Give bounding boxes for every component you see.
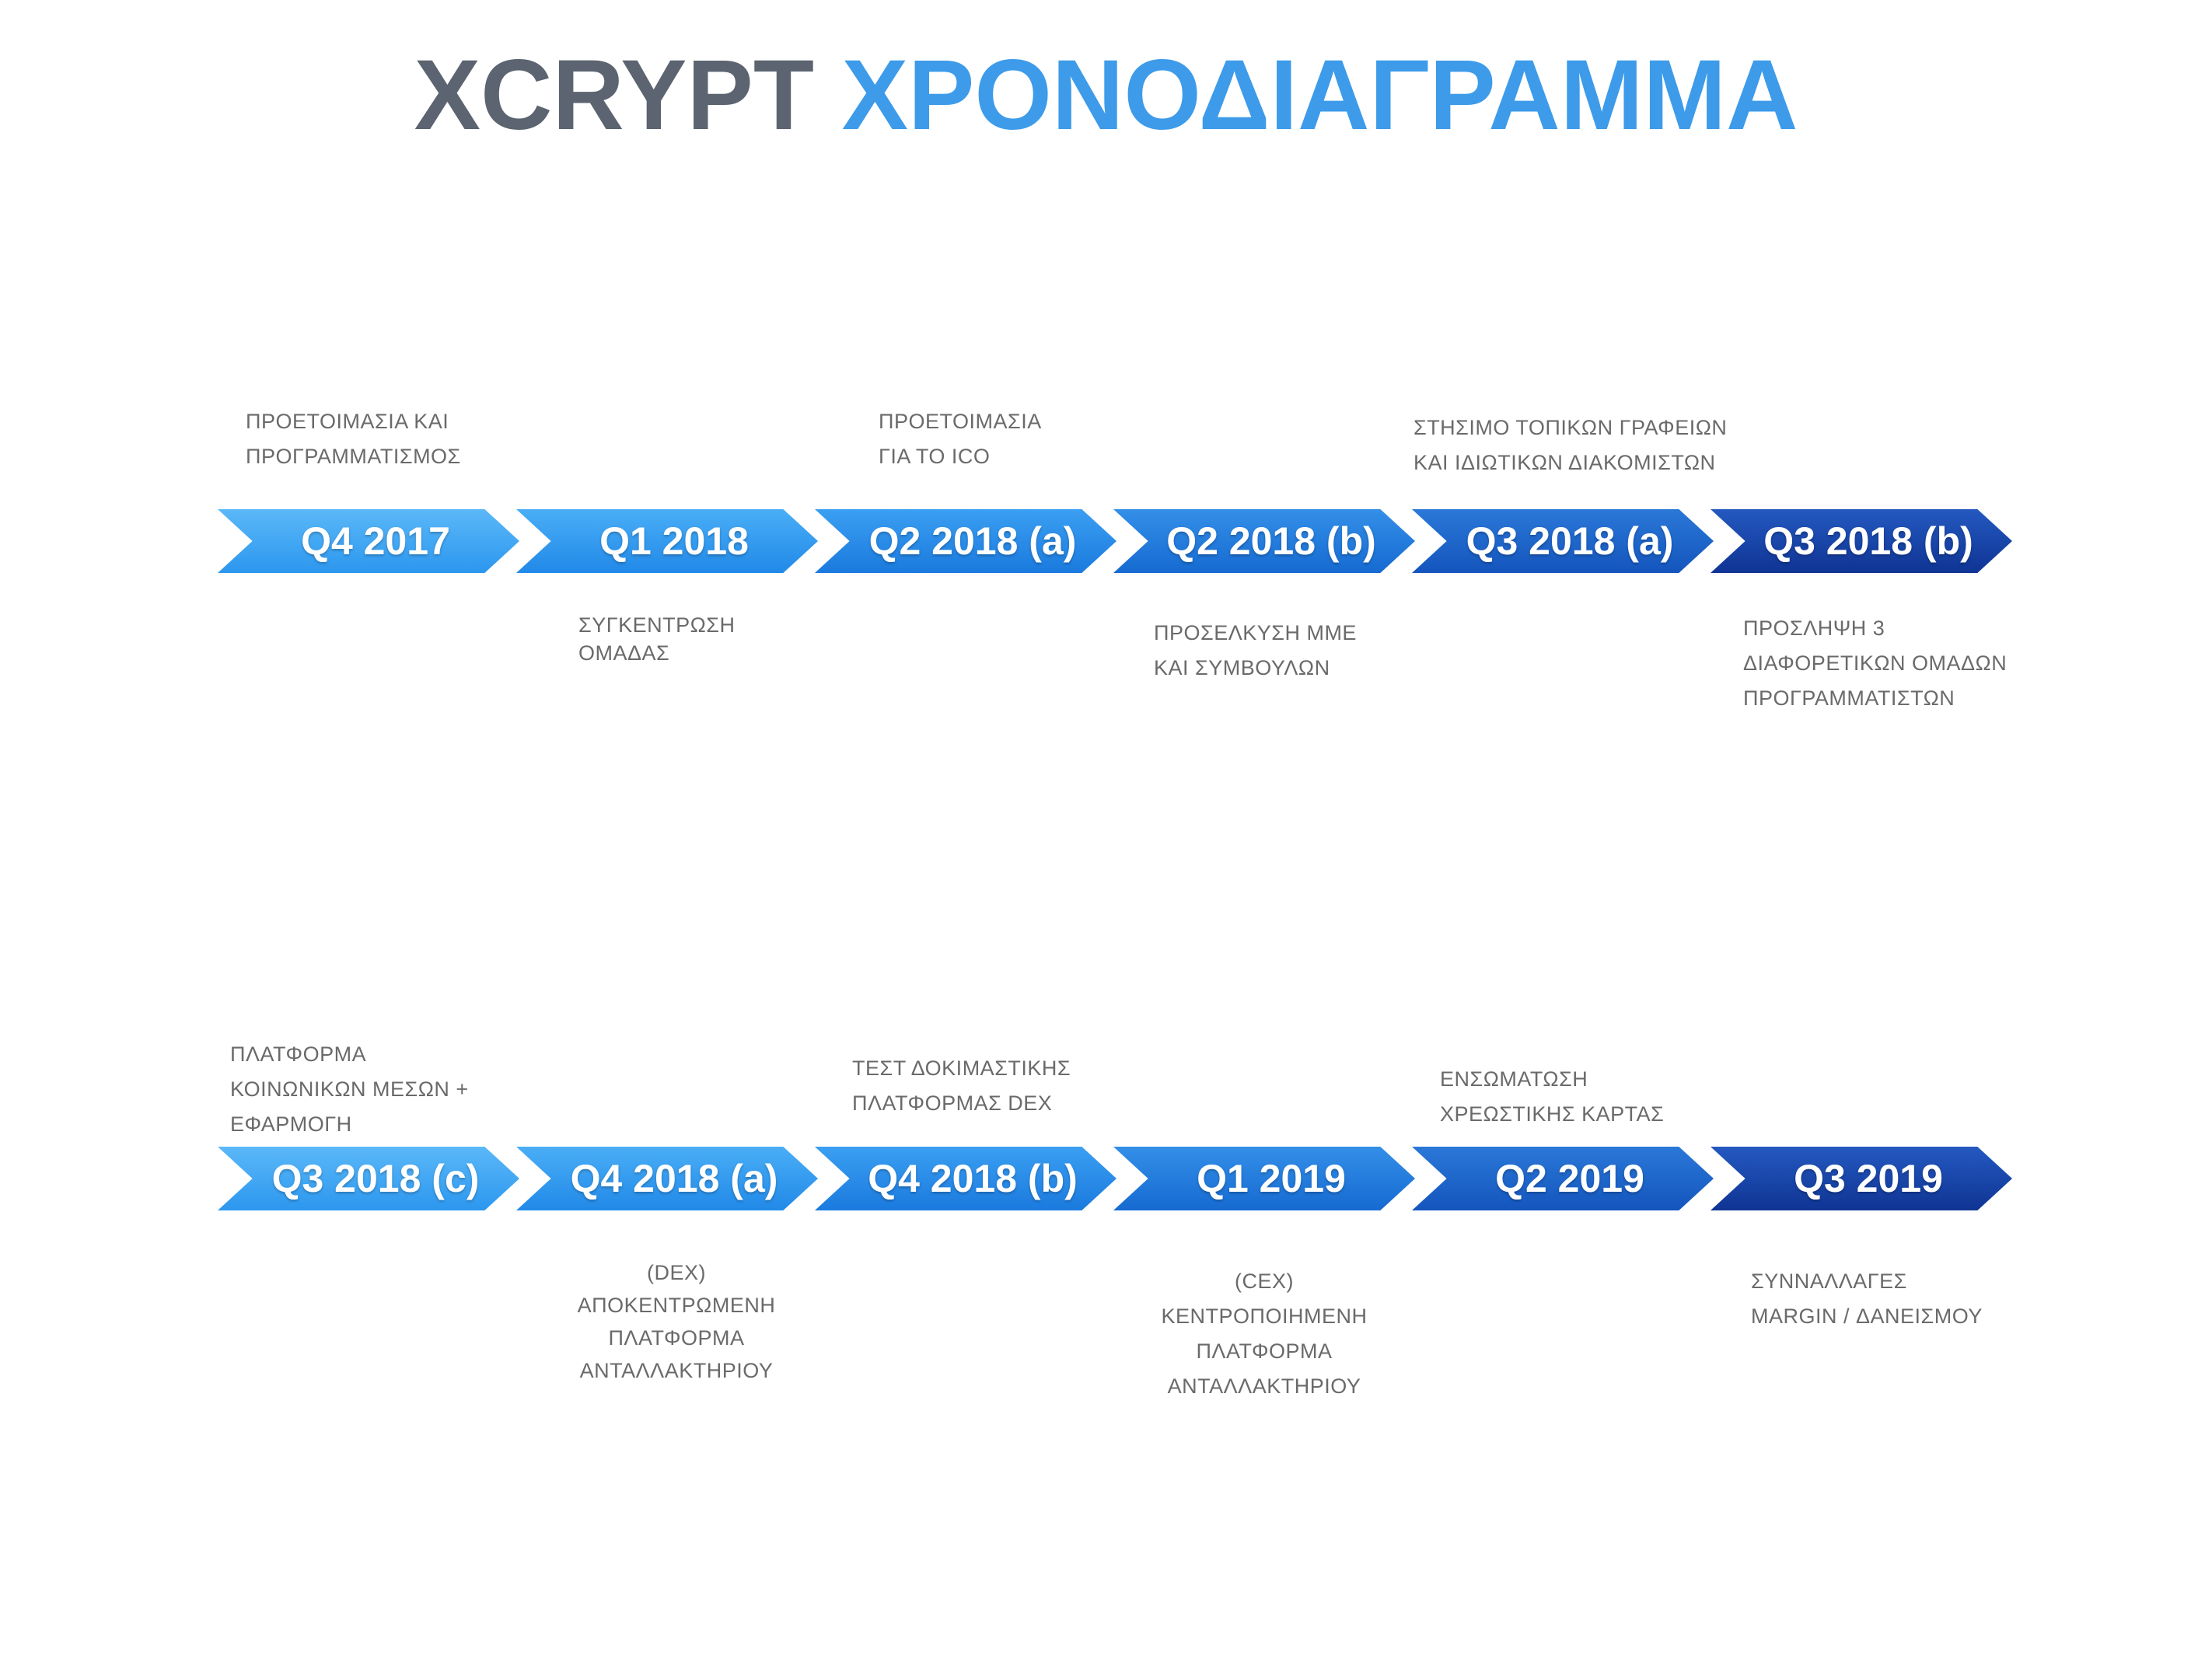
note-line: ΕΝΣΩΜΑΤΩΣΗ [1440,1067,1588,1091]
stage-chevron: Q3 2018 (b) [1711,509,2012,573]
stage-chevron: Q2 2018 (b) [1113,509,1415,573]
title-word: ΧΡΟΝΟΔΙΑΓΡΑΜΜΑ [841,40,1798,151]
note-q4-2017: ΠΡΟΕΤΟΙΜΑΣΙΑ ΚΑΙ ΠΡΟΓΡΑΜΜΑΤΙΣΜΟΣ [246,404,461,474]
timeline-row-2: Q3 2018 (c) Q4 2018 (a) Q4 2018 (b) Q1 2… [0,1147,2212,1212]
note-q1-2018: ΣΥΓΚΕΝΤΡΩΣΗ ΟΜΑΔΑΣ [578,611,735,667]
note-line: ΔΙΑΦΟΡΕΤΙΚΩΝ ΟΜΑΔΩΝ [1743,651,2008,675]
title-brand: XCRYPT [414,40,815,151]
stage-label: Q2 2018 (a) [868,519,1077,563]
note-line: (DEX) [647,1261,706,1284]
note-line: ΓΙΑ ΤΟ ICO [879,445,991,468]
stage-chevron: Q4 2018 (b) [815,1147,1116,1210]
stage-label: Q2 2018 (b) [1166,519,1376,563]
stage-label: Q3 2018 (b) [1763,519,1973,563]
stage-label: Q1 2018 [599,519,749,563]
stage-chevron: Q1 2019 [1113,1147,1415,1210]
note-line: ΑΠΟΚΕΝΤΡΩΜΕΝΗ [577,1294,776,1317]
note-line: ΣΤΗΣΙΜΟ ΤΟΠΙΚΩΝ ΓΡΑΦΕΙΩΝ [1414,416,1728,439]
stage-label: Q2 2019 [1495,1157,1644,1200]
stage-label: Q4 2018 (a) [570,1157,778,1200]
note-line: ΣΥΓΚΕΝΤΡΩΣΗ [578,613,736,637]
note-q3-2018-a: ΣΤΗΣΙΜΟ ΤΟΠΙΚΩΝ ΓΡΑΦΕΙΩΝ ΚΑΙ ΙΔΙΩΤΙΚΩΝ Δ… [1414,410,1727,480]
page-title: XCRYPT ΧΡΟΝΟΔΙΑΓΡΑΜΜΑ [0,37,2212,154]
stage-label: Q1 2019 [1197,1157,1346,1200]
note-q4-2018-b: ΤΕΣΤ ΔΟΚΙΜΑΣΤΙΚΗΣ ΠΛΑΤΦΟΡΜΑΣ DEX [852,1051,1071,1121]
note-q1-2019: (CEX) ΚΕΝΤΡΟΠΟΙΗΜΕΝΗ ΠΛΑΤΦΟΡΜΑ ΑΝΤΑΛΛΑΚΤ… [1140,1264,1389,1404]
note-q3-2018-b: ΠΡΟΣΛΗΨΗ 3 ΔΙΑΦΟΡΕΤΙΚΩΝ ΟΜΑΔΩΝ ΠΡΟΓΡΑΜΜΑ… [1743,611,2007,716]
note-q3-2018-c: ΠΛΑΤΦΟΡΜΑ ΚΟΙΝΩΝΙΚΩΝ ΜΕΣΩΝ + ΕΦΑΡΜΟΓΗ [230,1037,469,1142]
note-q2-2018-b: ΠΡΟΣΕΛΚΥΣΗ ΜΜΕ ΚΑΙ ΣΥΜΒΟΥΛΩΝ [1154,616,1357,686]
stage-chevron: Q3 2018 (a) [1412,509,1714,573]
stage-chevron: Q3 2018 (c) [218,1147,519,1210]
note-line: ΠΡΟΣΛΗΨΗ 3 [1743,616,1885,640]
note-line: ΠΡΟΓΡΑΜΜΑΤΙΣΤΩΝ [1743,686,1955,710]
note-line: (CEX) [1235,1270,1294,1293]
note-line: ΠΡΟΓΡΑΜΜΑΤΙΣΜΟΣ [246,445,461,468]
stage-label: Q4 2017 [301,519,450,563]
note-line: MARGIN / ΔΑΝΕΙΣΜΟΥ [1751,1304,1983,1328]
note-line: ΑΝΤΑΛΛΑΚΤΗΡΙΟΥ [1167,1374,1361,1398]
timeline-row-1: Q4 2017 Q1 2018 Q2 2018 (a) Q2 2018 (b) … [0,509,2212,575]
stage-label: Q3 2019 [1794,1157,1943,1200]
stage-chevron: Q4 2017 [218,509,519,573]
note-q3-2019: ΣΥΝΝΑΛΛΑΓΕΣ MARGIN / ΔΑΝΕΙΣΜΟΥ [1751,1264,1983,1334]
stage-chevron: Q2 2018 (a) [815,509,1116,573]
note-line: ΧΡΕΩΣΤΙΚΗΣ ΚΑΡΤΑΣ [1440,1102,1665,1126]
note-line: ΚΑΙ ΣΥΜΒΟΥΛΩΝ [1154,656,1330,679]
stage-chevron: Q1 2018 [516,509,818,573]
note-line: ΕΦΑΡΜΟΓΗ [230,1112,352,1136]
note-line: ΚΟΙΝΩΝΙΚΩΝ ΜΕΣΩΝ + [230,1077,469,1101]
note-line: ΟΜΑΔΑΣ [578,641,670,665]
note-line: ΠΛΑΤΦΟΡΜΑ [230,1043,367,1066]
note-line: ΠΡΟΕΤΟΙΜΑΣΙΑ ΚΑΙ [246,410,449,433]
stage-chevron: Q4 2018 (a) [516,1147,818,1210]
note-line: ΣΥΝΝΑΛΛΑΓΕΣ [1751,1270,1907,1293]
stage-label: Q3 2018 (a) [1466,519,1674,563]
note-line: ΚΑΙ ΙΔΙΩΤΙΚΩΝ ΔΙΑΚΟΜΙΣΤΩΝ [1414,451,1716,474]
note-line: ΠΛΑΤΦΟΡΜΑ [1196,1339,1333,1363]
note-q2-2019: ΕΝΣΩΜΑΤΩΣΗ ΧΡΕΩΣΤΙΚΗΣ ΚΑΡΤΑΣ [1440,1062,1664,1132]
note-q2-2018-a: ΠΡΟΕΤΟΙΜΑΣΙΑ ΓΙΑ ΤΟ ICO [879,404,1042,474]
stage-chevron: Q3 2019 [1711,1147,2012,1210]
note-line: ΠΛΑΤΦΟΡΜΑ [608,1326,745,1350]
note-line: ΠΡΟΣΕΛΚΥΣΗ ΜΜΕ [1154,621,1357,644]
note-line: ΠΛΑΤΦΟΡΜΑΣ DEX [852,1091,1053,1115]
note-line: ΤΕΣΤ ΔΟΚΙΜΑΣΤΙΚΗΣ [852,1057,1071,1080]
note-line: ΑΝΤΑΛΛΑΚΤΗΡΙΟΥ [579,1359,774,1382]
stage-chevron: Q2 2019 [1412,1147,1714,1210]
note-q4-2018-a: (DEX) ΑΠΟΚΕΝΤΡΩΜΕΝΗ ΠΛΑΤΦΟΡΜΑ ΑΝΤΑΛΛΑΚΤΗ… [552,1256,801,1387]
note-line: ΠΡΟΕΤΟΙΜΑΣΙΑ [879,410,1042,433]
stage-label: Q3 2018 (c) [271,1157,480,1200]
stage-label: Q4 2018 (b) [868,1157,1078,1200]
note-line: ΚΕΝΤΡΟΠΟΙΗΜΕΝΗ [1161,1304,1368,1328]
